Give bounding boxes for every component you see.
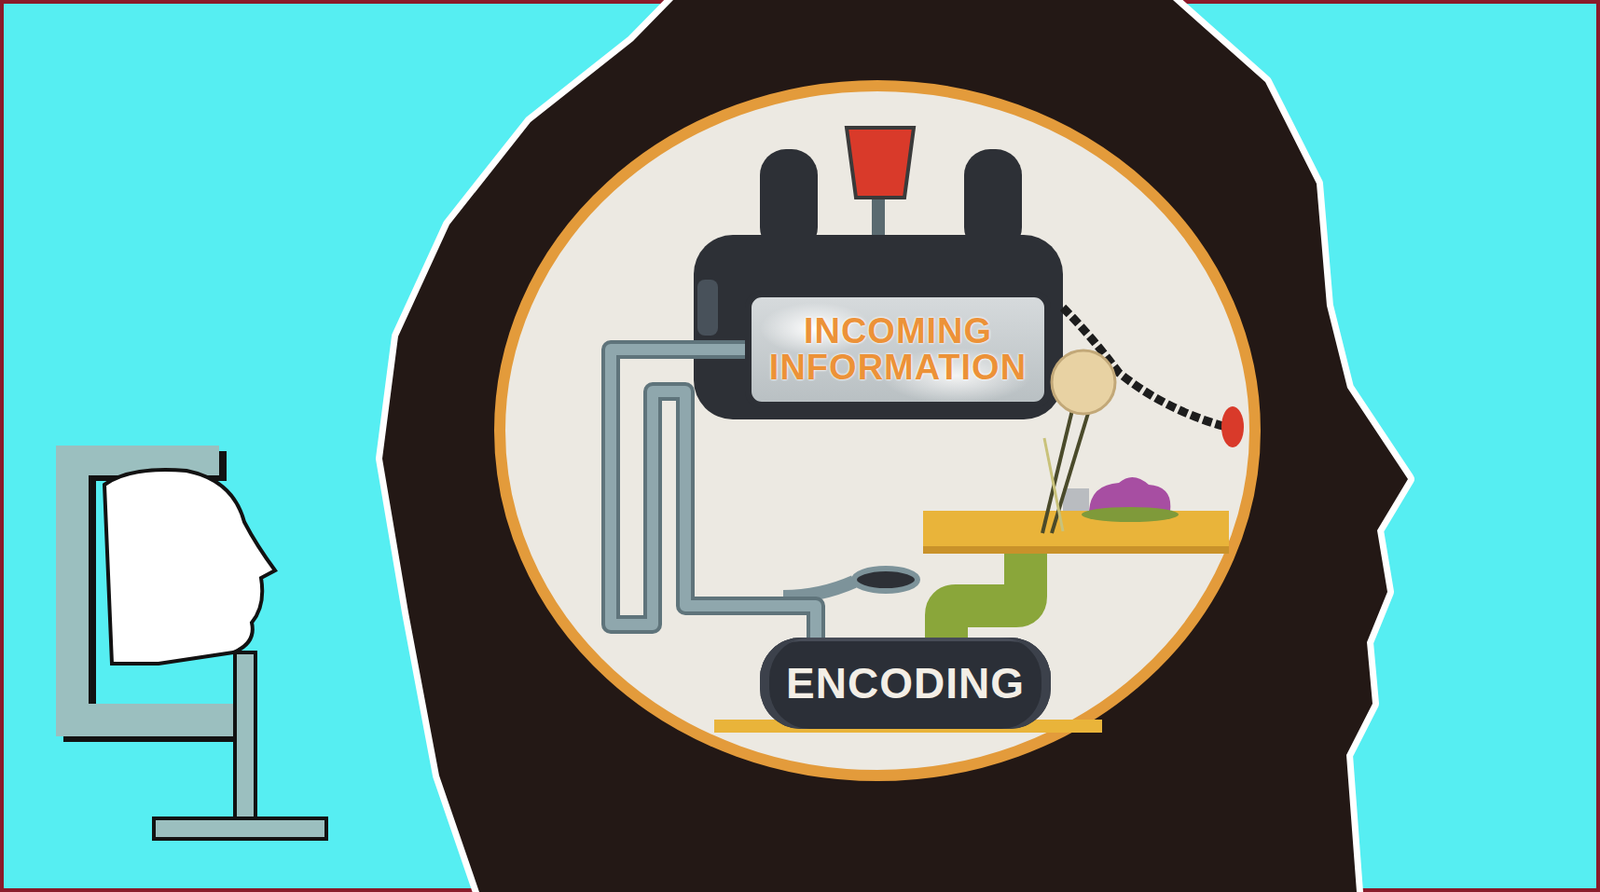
head-silhouette bbox=[382, 0, 1408, 892]
yellow-shelf bbox=[923, 510, 1229, 554]
shelf-edge bbox=[923, 546, 1229, 554]
red-cup bbox=[846, 127, 914, 198]
info-screen: INCOMING INFORMATION bbox=[744, 290, 1051, 409]
brain-window bbox=[499, 85, 1256, 776]
brain-dish bbox=[1081, 507, 1179, 523]
node-text: INCOMING INFORMATION bbox=[758, 313, 1038, 387]
small-box bbox=[1062, 488, 1090, 511]
tank-knob bbox=[697, 279, 718, 336]
pipe-spout bbox=[783, 581, 855, 597]
tiny-figure bbox=[1042, 350, 1116, 534]
node-text: ENCODING bbox=[786, 662, 1025, 705]
clamp-icon bbox=[55, 445, 327, 840]
brain-blob bbox=[1089, 477, 1171, 511]
pipe-mouth bbox=[854, 568, 918, 592]
green-pipe bbox=[946, 550, 1026, 644]
red-button bbox=[1221, 406, 1244, 448]
tank-body bbox=[693, 234, 1063, 420]
encoding-canister: ENCODING bbox=[759, 637, 1051, 730]
